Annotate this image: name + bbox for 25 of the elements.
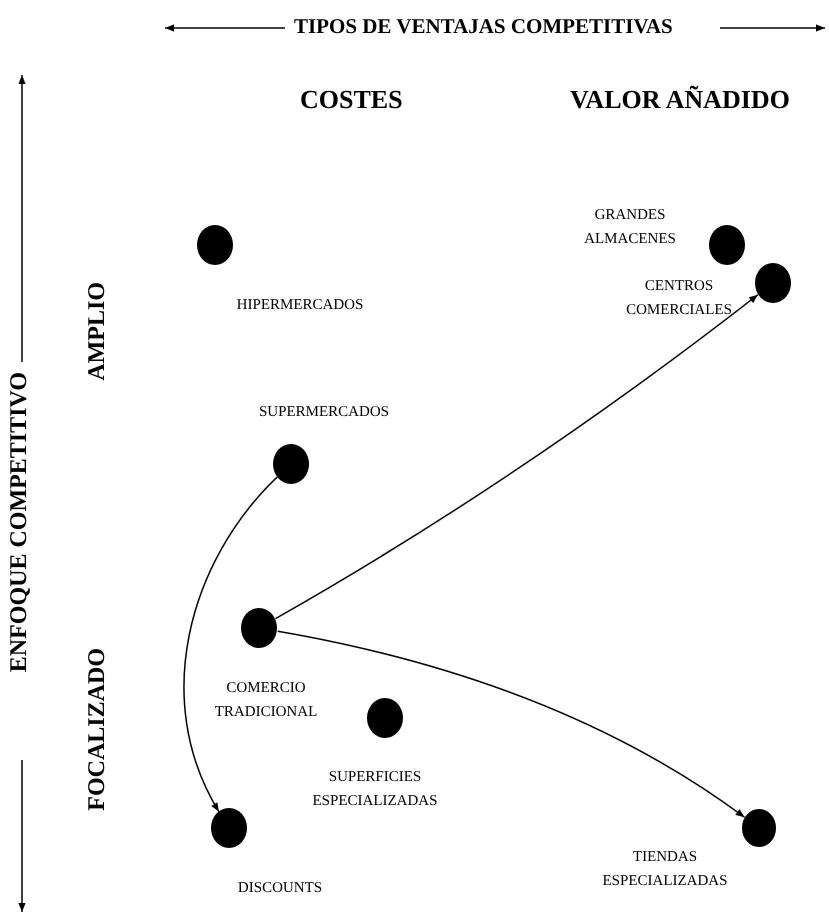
dot-marker xyxy=(367,698,403,738)
category-label: COMERCIO TRADICIONAL xyxy=(214,679,318,722)
category-label: SUPERFICIES ESPECIALIZADAS xyxy=(311,768,438,811)
dot-marker xyxy=(273,444,309,484)
dot-marker xyxy=(742,809,776,847)
dot-marker xyxy=(709,225,745,265)
axis-title: TIPOS DE VENTAJAS COMPETITIVAS xyxy=(294,14,673,39)
dot-marker xyxy=(197,225,233,265)
arrow xyxy=(183,476,278,812)
category-label: GRANDES ALMACENES xyxy=(583,206,677,249)
dot-marker xyxy=(241,608,277,648)
category-label: SUPERMERCADOS xyxy=(258,403,390,422)
arrow xyxy=(275,294,758,620)
axis-title: ENFOQUE COMPETITIVO xyxy=(6,372,33,672)
dot-marker xyxy=(211,808,247,848)
column-heading: VALOR AÑADIDO xyxy=(570,85,790,115)
dot-marker xyxy=(755,263,791,303)
arrow xyxy=(278,630,746,818)
category-label: CENTROS COMERCIALES xyxy=(625,277,733,320)
row-heading: AMPLIO xyxy=(84,282,111,381)
category-label: DISCOUNTS xyxy=(236,879,324,898)
category-label: HIPERMERCADOS xyxy=(236,296,364,315)
row-heading: FOCALIZADO xyxy=(84,648,111,811)
category-label: TIENDAS ESPECIALIZADAS xyxy=(601,848,728,891)
column-heading: COSTES xyxy=(300,85,403,115)
